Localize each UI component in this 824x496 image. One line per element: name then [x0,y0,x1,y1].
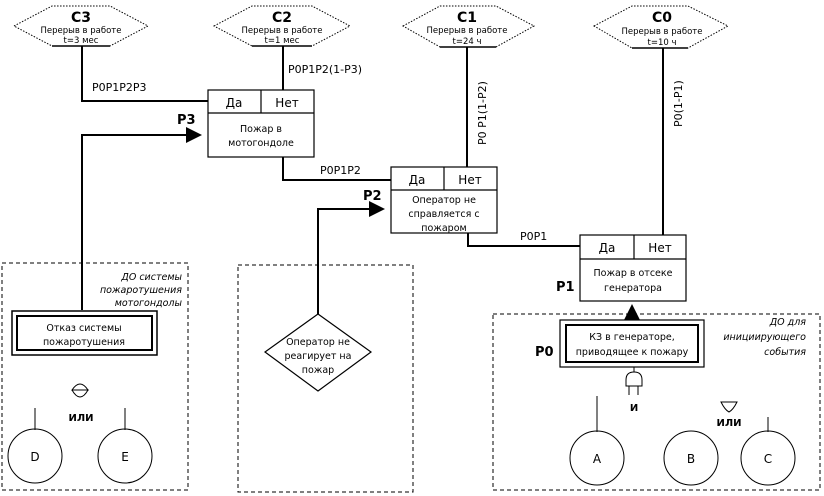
fault-tree-title: события [764,347,806,358]
yes-branch: Да [409,173,426,187]
basic-event-label: C [764,452,772,466]
gate-label: И [630,403,638,414]
top-event-text: пожаротушения [43,337,125,348]
basic-event-c [740,430,796,486]
outcome-time: t=10 ч [648,38,677,48]
event-text: пожаром [421,223,466,234]
event-generator-fire: Да Нет Пожар в отсеке генератора [579,234,687,302]
basic-event-b [663,430,719,486]
basic-event-label: A [593,452,602,466]
fault-tree-title: ДО системы [120,272,182,283]
event-text: справляется с [408,209,479,220]
no-branch: Нет [275,96,298,110]
branch-label-operator: P0P1P2 [320,164,361,177]
branch-label-c0: P0(1-P1) [672,80,685,127]
event-nacelle-fire: Да Нет Пожар в мотогондоле [207,89,315,158]
basic-event-e [97,428,153,484]
prob-label-p1: P1 [556,280,575,295]
branch-label-c1: P0 P1(1-P2) [476,81,489,145]
fault-tree-operator: Оператор не реагирует на пожар [237,264,414,493]
fault-tree-title: ДО для [769,317,807,328]
outcome-text: Перерыв в работе [621,27,702,37]
outcome-label: C2 [272,10,292,26]
diamond-text: Оператор не [286,337,350,348]
arrow-p2 [317,201,385,318]
branch-line-operator [282,157,391,181]
prob-label-p2: P2 [363,189,382,204]
yes-branch: Да [599,241,616,255]
basic-event-d [7,428,63,484]
outcome-time: t=3 мес [64,36,99,46]
diamond-text: пожар [302,365,334,376]
branch-label-generator: P0P1 [520,230,547,243]
outcome-label: C1 [457,10,477,26]
outcome-time: t=24 ч [453,37,482,47]
no-branch: Нет [458,173,481,187]
or-gate-icon [71,383,89,391]
connectors [81,46,664,320]
outcome-text: Перерыв в работе [241,26,322,36]
outcome-text: Перерыв в работе [426,26,507,36]
arrow-p3 [81,127,202,310]
outcome-c0: C0 Перерыв в работе t=10 ч [592,5,730,49]
gate-label: ИЛИ [68,413,93,424]
prob-label-p0: P0 [535,345,554,360]
branch-label-c3: P0P1P2P3 [92,81,147,94]
outcome-text: Перерыв в работе [40,26,121,36]
and-gate-icon [625,371,643,387]
branch-line-generator [467,233,580,247]
fault-tree-initiating: ДО для инициирующего события КЗ в генера… [492,313,821,491]
fault-tree-title: инициирующего [723,332,806,343]
outcome-label: C0 [652,10,672,26]
outcome-time: t=1 мес [265,36,300,46]
branch-line-c3 [81,46,208,102]
basic-event-label: E [121,450,129,464]
yes-branch: Да [226,96,243,110]
basic-event-label: B [687,452,695,466]
basic-event-a [569,430,625,486]
event-operator: Да Нет Оператор не справляется с пожаром [390,166,498,234]
operator-diamond [263,313,373,392]
outcome-c2: C2 Перерыв в работе t=1 мес [212,5,352,47]
diamond-text: реагирует на [285,351,352,362]
prob-label-p3: P3 [177,113,196,128]
outcome-c3: C3 Перерыв в работе t=3 мес [12,5,150,47]
top-event-text: КЗ в генераторе, [589,332,674,343]
event-text: генератора [604,283,662,294]
event-text: Пожар в [240,124,282,135]
top-event-text: Отказ системы [46,323,121,334]
event-text: Пожар в отсеке [593,268,672,279]
fault-tree-title: мотогондолы [115,298,183,309]
basic-event-label: D [30,450,39,464]
no-branch: Нет [648,241,671,255]
gate-label: ИЛИ [716,418,741,429]
event-text: мотогондоле [228,138,294,149]
fault-tree-title: пожаротушения [100,285,182,296]
branch-label-c2: P0P1P2(1-P3) [288,63,362,76]
outcome-label: C3 [71,10,91,26]
top-event-text: приводящее к пожару [576,347,689,358]
event-text: Оператор не [412,195,476,206]
outcome-c1: C1 Перерыв в работе t=24 ч [401,5,536,48]
or-gate-icon [720,401,738,413]
fault-tree-fire-system: ДО системы пожаротушения мотогондолы Отк… [1,262,189,491]
